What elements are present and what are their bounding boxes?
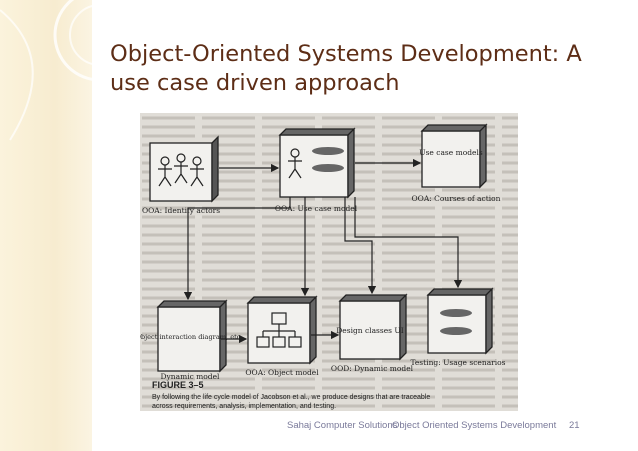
object-hierarchy-icon bbox=[256, 312, 302, 348]
testing-ellipses bbox=[440, 309, 472, 335]
footer-course-title: Object Oriented Systems Development bbox=[392, 420, 557, 431]
footer-author: Sahaj Computer Solutions bbox=[287, 420, 398, 431]
box-object-interaction bbox=[157, 306, 221, 372]
label-dynamic-model: Dynamic model bbox=[161, 372, 221, 381]
figure-caption-line-2: across requirements, analysis, implement… bbox=[152, 403, 336, 410]
figure-photo: OOA: Identify actors OOA: Use case model… bbox=[140, 113, 518, 411]
footer-page-number: 21 bbox=[569, 420, 580, 431]
box-testing bbox=[427, 294, 487, 354]
figure-caption-line-1: By following the life cycle model of Jac… bbox=[152, 394, 430, 401]
label-object-model: OOA: Object model bbox=[245, 368, 319, 377]
label-identify-actors: OOA: Identify actors bbox=[142, 206, 220, 215]
slide-title: Object-Oriented Systems Development: A u… bbox=[110, 40, 610, 98]
label-ood-dynamic-model: OOD: Dynamic model bbox=[331, 364, 414, 373]
decorative-curves bbox=[0, 0, 130, 141]
use-case-ellipses bbox=[312, 147, 344, 172]
actor-icons bbox=[158, 153, 204, 187]
use-case-actor-icon bbox=[288, 148, 302, 179]
title-line-2: use case driven approach bbox=[110, 70, 400, 96]
label-use-case-model: OOA: Use case model bbox=[275, 204, 358, 213]
label-design-classes: Design classes UI bbox=[336, 326, 403, 335]
title-line-1: Object-Oriented Systems Development: A bbox=[110, 41, 582, 67]
label-testing-usage: Testing: Usage scenarios bbox=[410, 358, 505, 367]
label-object-interaction: Object interaction diagram, etc. bbox=[140, 333, 243, 341]
box-use-case-models bbox=[421, 130, 481, 188]
figure-label: FIGURE 3–5 bbox=[152, 380, 204, 390]
label-courses-of-action: OOA: Courses of action bbox=[412, 194, 501, 203]
box-design-classes bbox=[339, 300, 401, 360]
flow-arrows bbox=[183, 158, 463, 344]
label-use-case-models: Use case models bbox=[419, 148, 483, 157]
